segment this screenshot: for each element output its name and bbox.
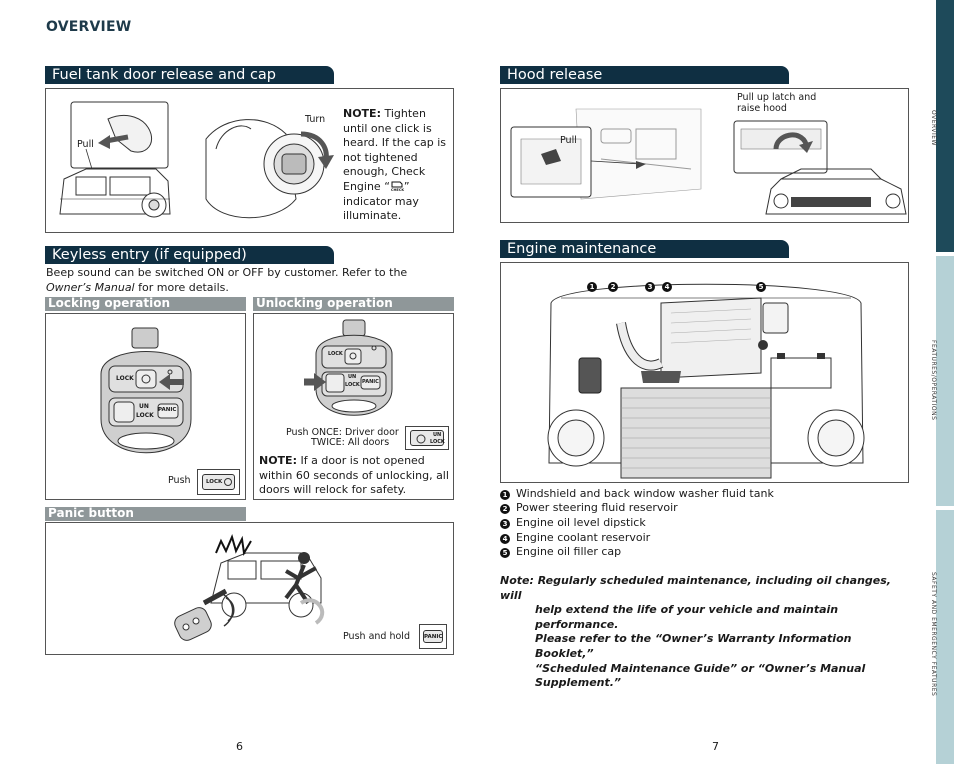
engine-callout-2: 2 xyxy=(608,282,618,292)
fob2-lock-text: LOCK xyxy=(328,351,343,357)
maintenance-note-line-2: help extend the life of your vehicle and… xyxy=(535,603,839,631)
lock-button-icon: LOCK xyxy=(197,469,240,495)
fob2-panic-text: PANIC xyxy=(362,379,379,385)
locking-box: LOCK UN LOCK PANIC xyxy=(45,313,246,500)
fuel-note: NOTE: Tighten until one click is heard. … xyxy=(343,107,451,224)
legend-num-3: 3 xyxy=(500,519,510,529)
push-hold-label: Push and hold xyxy=(343,631,410,642)
engine-callout-4: 4 xyxy=(662,282,672,292)
panic-button-text: PANIC xyxy=(424,634,443,640)
engine-callout-3: 3 xyxy=(645,282,655,292)
check-engine-icon: CHECK xyxy=(390,180,404,192)
engine-callout-5: 5 xyxy=(756,282,766,292)
maintenance-note-line-4: “Scheduled Maintenance Guide” or “Owner’… xyxy=(535,661,866,675)
fuel-section-title: Fuel tank door release and cap xyxy=(45,66,334,84)
fob-unlock-text: LOCK xyxy=(136,412,154,419)
engine-section-title: Engine maintenance xyxy=(500,240,789,258)
unlocking-note-text: If a door is not opened within 60 second… xyxy=(259,454,449,496)
legend-num-2: 2 xyxy=(500,504,510,514)
maintenance-note-line-1: Note: Regularly scheduled maintenance, i… xyxy=(500,574,891,602)
unlocking-note-label: NOTE: xyxy=(259,454,297,467)
legend-text-2: Power steering fluid reservoir xyxy=(516,501,678,514)
lock-button-text: LOCK xyxy=(206,479,223,485)
hood-illustration-box xyxy=(500,88,909,223)
page-number-left: 6 xyxy=(236,740,243,753)
legend-text-4: Engine coolant reservoir xyxy=(516,531,651,544)
fuel-turn-label: Turn xyxy=(305,114,326,125)
side-label-overview: OVERVIEW xyxy=(930,110,937,146)
fob2-unlock-text: LOCK xyxy=(345,382,360,388)
unlock-button-lock: LOCK xyxy=(430,439,445,445)
lock-button-inner: LOCK xyxy=(202,474,235,490)
hood-pull-label: Pull xyxy=(560,135,577,146)
push-once-label: Push ONCE: Driver door xyxy=(286,427,399,438)
side-tab-safety[interactable] xyxy=(936,510,954,764)
overview-heading: OVERVIEW xyxy=(46,19,132,35)
legend-num-1: 1 xyxy=(500,490,510,500)
fob-panic-text: PANIC xyxy=(158,407,177,413)
fuel-door-illustration xyxy=(59,101,334,219)
legend-num-4: 4 xyxy=(500,534,510,544)
hood-latch-label-1: Pull up latch and xyxy=(737,92,817,103)
unlocking-subheader: Unlocking operation xyxy=(253,297,454,311)
panic-button-icon: PANIC xyxy=(419,624,447,649)
maintenance-note-line-5: Supplement.” xyxy=(535,676,622,690)
panic-box xyxy=(45,522,454,655)
fob-lock-text: LOCK xyxy=(116,375,134,382)
engine-callout-1: 1 xyxy=(587,282,597,292)
unlocking-box: LOCK UN LOCK PANIC xyxy=(253,313,454,500)
twice-label: TWICE: All doors xyxy=(311,437,390,448)
maintenance-note: Note: Regularly scheduled maintenance, i… xyxy=(500,574,910,691)
side-tab-overview[interactable] xyxy=(936,0,954,252)
hood-latch-label-2: raise hood xyxy=(737,103,787,114)
legend-text-5: Engine oil filler cap xyxy=(516,545,622,558)
maintenance-note-line-3: Please refer to the “Owner’s Warranty In… xyxy=(535,632,852,660)
key-fob-lock-illustration xyxy=(100,327,192,454)
legend-item-4: 4 Engine coolant reservoir xyxy=(500,531,650,545)
keyless-desc-italic: Owner’s Manual xyxy=(46,280,135,294)
hood-section-title: Hood release xyxy=(500,66,789,84)
side-tab-features[interactable] xyxy=(936,256,954,506)
side-label-safety: SAFETY AND EMERGENCY FEATURES xyxy=(930,572,937,697)
unlock-button-un: UN xyxy=(433,432,442,438)
page-number-right: 7 xyxy=(712,740,719,753)
unlock-button-inner: UN LOCK xyxy=(410,430,445,446)
legend-text-1: Windshield and back window washer fluid … xyxy=(516,487,774,500)
fuel-pull-label: Pull xyxy=(77,139,94,150)
keyless-description: Beep sound can be switched ON or OFF by … xyxy=(46,266,454,295)
legend-num-5: 5 xyxy=(500,548,510,558)
hood-release-illustration xyxy=(510,108,907,215)
keyless-desc-1: Beep sound can be switched ON or OFF by … xyxy=(46,266,408,279)
legend-item-3: 3 Engine oil level dipstick xyxy=(500,516,646,530)
legend-item-1: 1 Windshield and back window washer fluid… xyxy=(500,487,774,501)
fuel-note-text-1: Tighten until one click is heard. If the… xyxy=(343,107,447,193)
check-engine-icon-text: CHECK xyxy=(390,187,405,192)
panic-alarm-illustration xyxy=(174,534,325,641)
key-fob-unlock-illustration xyxy=(304,319,393,416)
side-label-features: FEATURES/OPERATIONS xyxy=(930,340,937,421)
keyless-section-title: Keyless entry (if equipped) xyxy=(45,246,334,264)
keyless-desc-2: for more details. xyxy=(134,280,229,294)
panic-subheader: Panic button xyxy=(45,507,246,521)
locking-push-label: Push xyxy=(168,475,191,486)
unlocking-note: NOTE: If a door is not opened within 60 … xyxy=(259,454,449,498)
legend-text-3: Engine oil level dipstick xyxy=(516,516,646,529)
fob2-un-text: UN xyxy=(348,374,357,380)
engine-illustration-box: 1 2 3 4 5 xyxy=(500,262,909,483)
locking-subheader: Locking operation xyxy=(45,297,246,311)
fuel-illustration-box xyxy=(45,88,454,233)
panic-button-inner: PANIC xyxy=(423,630,443,643)
engine-bay-illustration xyxy=(547,283,865,479)
fob-un-text: UN xyxy=(139,403,149,410)
legend-item-2: 2 Power steering fluid reservoir xyxy=(500,501,678,515)
legend-item-5: 5 Engine oil filler cap xyxy=(500,545,621,559)
unlock-button-icon: UN LOCK xyxy=(405,426,449,450)
fuel-note-text-2: ” indicator may illuminate. xyxy=(343,179,419,223)
fuel-note-label: NOTE: xyxy=(343,107,381,120)
